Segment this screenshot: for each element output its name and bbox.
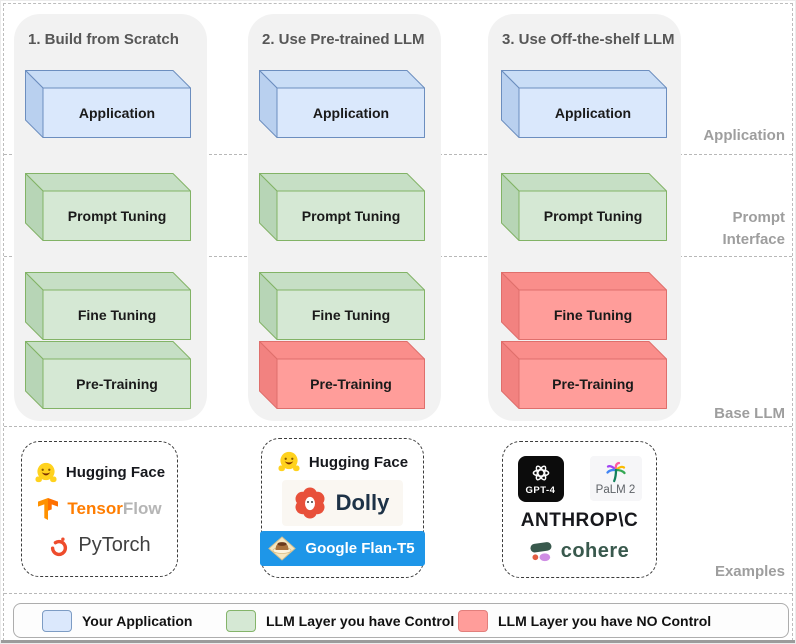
- pre-training-box: Pre-Training: [501, 341, 667, 409]
- prompt-tuning-box: Prompt Tuning: [501, 173, 667, 241]
- green-swatch: [226, 609, 256, 632]
- anthropic-label: ANTHROP\C: [520, 510, 639, 531]
- dolly-row: Dolly: [281, 479, 404, 526]
- legend-label: LLM Layer you have NO Control: [498, 612, 712, 629]
- box-label: Pre-Training: [310, 376, 392, 392]
- box-label: Application: [554, 105, 632, 121]
- box-label: Application: [312, 105, 390, 121]
- legend-bar: Your Application LLM Layer you have Cont…: [13, 603, 789, 638]
- row-label-line: Interface: [722, 231, 785, 248]
- hugging-face-icon: [278, 452, 300, 472]
- legend-label: Your Application: [82, 612, 193, 629]
- examples-box-3: GPT-4 PaLM 2 ANTHROP\C: [502, 441, 657, 578]
- column-title-1: 1. Build from Scratch: [28, 31, 179, 48]
- legend-label: LLM Layer you have Control: [266, 612, 455, 629]
- prompt-tuning-box: Prompt Tuning: [259, 173, 425, 241]
- red-swatch: [458, 609, 488, 632]
- pre-training-box: Pre-Training: [25, 341, 191, 409]
- dolly-label: Dolly: [335, 489, 390, 515]
- box-label: Application: [78, 105, 156, 121]
- box-label: Fine Tuning: [77, 307, 157, 323]
- row-label-examples: Examples: [714, 563, 785, 580]
- dolly-icon: [295, 487, 325, 518]
- legend-item-control: LLM Layer you have Control: [226, 609, 455, 632]
- gpt4-tile: GPT-4: [517, 456, 564, 502]
- gpt4-label: GPT-4: [525, 485, 556, 496]
- fine-tuning-box: Fine Tuning: [501, 272, 667, 340]
- column-title-2: 2. Use Pre-trained LLM: [262, 31, 425, 48]
- box-label: Prompt Tuning: [67, 208, 167, 224]
- cohere-icon: [530, 542, 552, 562]
- row-label-line: Prompt: [732, 209, 786, 226]
- legend-item-no-control: LLM Layer you have NO Control: [458, 609, 712, 632]
- palm2-label: PaLM 2: [595, 484, 636, 496]
- cohere-label: cohere: [560, 540, 630, 562]
- legend-item-your-application: Your Application: [42, 609, 193, 632]
- google-flan-t5-label: Google Flan-T5: [305, 539, 415, 557]
- divider-examples: [4, 593, 792, 594]
- fine-tuning-box: Fine Tuning: [25, 272, 191, 340]
- pre-training-box: Pre-Training: [259, 341, 425, 409]
- pytorch-label: PyTorch: [78, 534, 151, 556]
- fine-tuning-box: Fine Tuning: [259, 272, 425, 340]
- tensorflow-label-part1: Tensor: [67, 499, 123, 518]
- hugging-face-label: Hugging Face: [308, 453, 409, 471]
- application-box: Application: [501, 70, 667, 138]
- pytorch-row: PyTorch: [48, 534, 151, 558]
- tensorflow-icon: [38, 498, 59, 520]
- blue-swatch: [42, 609, 72, 632]
- row-label-base-llm: Base LLM: [714, 405, 785, 422]
- tensorflow-label-part2: Flow: [122, 499, 162, 518]
- box-label: Prompt Tuning: [301, 208, 401, 224]
- box-label: Pre-Training: [552, 376, 634, 392]
- model-tiles-row: GPT-4 PaLM 2: [517, 456, 642, 502]
- hugging-face-icon: [35, 462, 57, 482]
- box-label: Fine Tuning: [311, 307, 391, 323]
- box-label: Pre-Training: [76, 376, 158, 392]
- divider-base-llm: [4, 426, 792, 427]
- column-title-3: 3. Use Off-the-shelf LLM: [502, 31, 675, 48]
- hugging-face-row: Hugging Face: [34, 461, 165, 485]
- application-box: Application: [25, 70, 191, 138]
- examples-box-2: Hugging Face Dolly Google: [260, 438, 425, 578]
- examples-box-1: Hugging Face TensorFlow PyTorch: [21, 441, 178, 577]
- box-label: Prompt Tuning: [543, 208, 643, 224]
- application-box: Application: [259, 70, 425, 138]
- palm-icon: [605, 461, 626, 483]
- tensorflow-row: TensorFlow: [37, 497, 162, 521]
- bottom-edge-line: [1, 640, 795, 643]
- pytorch-icon: [51, 537, 68, 556]
- palm2-tile: PaLM 2: [589, 456, 642, 501]
- prompt-tuning-box: Prompt Tuning: [25, 173, 191, 241]
- hugging-face-label: Hugging Face: [65, 464, 166, 481]
- flan-icon: [268, 536, 297, 561]
- openai-icon: [532, 465, 549, 481]
- box-label: Fine Tuning: [553, 307, 633, 323]
- row-label-application: Application: [703, 127, 785, 144]
- hugging-face-row: Hugging Face: [277, 450, 408, 474]
- row-label-prompt-interface: Prompt Interface: [722, 207, 785, 251]
- cohere-row: cohere: [530, 540, 630, 563]
- google-flan-t5-row: Google Flan-T5: [260, 530, 425, 566]
